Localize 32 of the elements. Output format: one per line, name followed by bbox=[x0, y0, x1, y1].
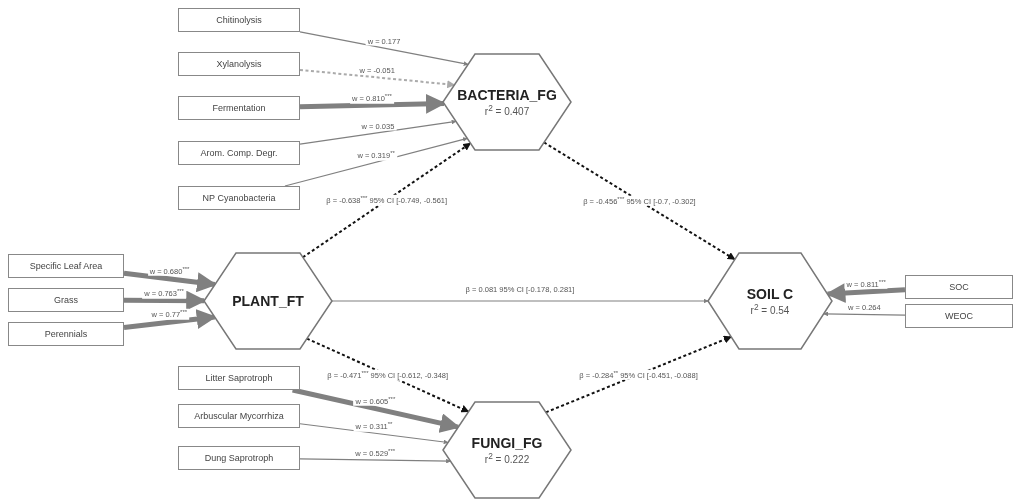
indicator-box: Arom. Comp. Degr. bbox=[178, 141, 300, 165]
r-squared-value: r$^{2}$ = 0.54 bbox=[750, 301, 790, 317]
indicator-box: NP Cyanobacteria bbox=[178, 186, 300, 210]
r-squared-value: r$^{2}$ = 0.222 bbox=[484, 450, 530, 466]
construct-name: FUNGI_FG bbox=[471, 434, 543, 451]
indicator-box: Dung Saprotroph bbox=[178, 446, 300, 470]
arrow bbox=[299, 423, 449, 445]
indicator-box: WEOC bbox=[905, 304, 1013, 328]
arrow bbox=[123, 270, 217, 293]
arrow bbox=[825, 283, 906, 303]
indicator-box: Xylanolysis bbox=[178, 52, 300, 76]
indicator-box: Arbuscular Mycorrhiza bbox=[178, 404, 300, 428]
indicator-box: Specific Leaf Area bbox=[8, 254, 124, 278]
arrow bbox=[299, 31, 469, 66]
arrow bbox=[543, 141, 736, 261]
arrow bbox=[331, 298, 709, 304]
indicator-box: Grass bbox=[8, 288, 124, 312]
indicator-box: Litter Saprotroph bbox=[178, 366, 300, 390]
arrow bbox=[823, 311, 906, 317]
arrow bbox=[284, 137, 468, 187]
indicator-box: Perennials bbox=[8, 322, 124, 346]
indicator-box: Chitinolysis bbox=[178, 8, 300, 32]
arrow bbox=[299, 119, 457, 145]
r-squared-value: r$^{2}$ = 0.407 bbox=[484, 102, 530, 118]
arrow bbox=[124, 290, 207, 311]
construct-name: SOIL C bbox=[746, 285, 794, 302]
arrow bbox=[301, 142, 472, 259]
indicator-box: SOC bbox=[905, 275, 1013, 299]
construct-name: PLANT_FT bbox=[232, 293, 304, 309]
arrow bbox=[292, 387, 461, 433]
indicator-box: Fermentation bbox=[178, 96, 300, 120]
construct-name: BACTERIA_FG bbox=[457, 86, 557, 103]
